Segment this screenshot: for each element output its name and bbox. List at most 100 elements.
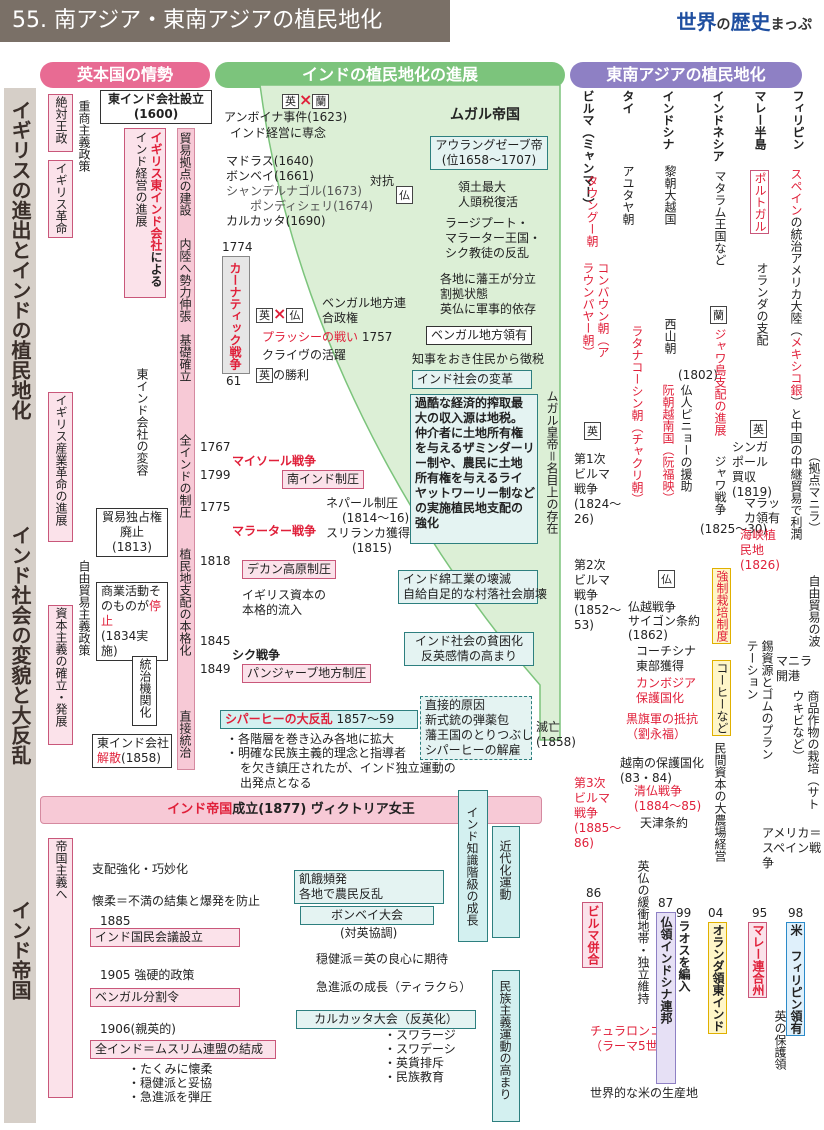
brand-a: 世界 (676, 10, 717, 34)
cochinchina: コーチシナ東部獲得 (636, 644, 697, 673)
collapse-1: インド綿工業の壊滅 (403, 572, 512, 586)
burma-w1y: (1824〜26) (574, 497, 622, 526)
famine-1: 飢餓頻発 (299, 872, 348, 886)
industrial-revolution: イギリス産業革命の進展 (48, 392, 73, 542)
english-revolution: イギリス革命 (48, 160, 73, 238)
capital-1: イギリス資本の (242, 588, 327, 602)
era-3: インド帝国 (8, 900, 32, 1000)
era-column (4, 88, 36, 1123)
malay-y95: 95 (752, 906, 768, 920)
progress-bar (177, 128, 195, 770)
manila-port: マニラ開港 (776, 654, 813, 683)
burma-head: ビルマ（ミャンマー） (581, 90, 595, 210)
fragmentation: 各地に藩王が分立割拠状態英仏に軍事的依存 (440, 272, 536, 317)
era-1: イギリスの進出とインドの植民地化 (8, 100, 32, 420)
y1905: 1905 強硬的政策 (100, 968, 194, 983)
burma-annex: ビルマ併合 (582, 902, 603, 968)
philippines-y98: 98 (788, 906, 804, 920)
bengal-own: ベンガル地方領有 (426, 326, 533, 345)
bombay-congress-sub: (対英協調) (340, 926, 398, 940)
chula-name: チュラロンコン (590, 1024, 675, 1038)
anglo-french: 英×仏 (256, 304, 304, 323)
rajput-2: マラーター王国・ (445, 231, 542, 245)
empire-label: インド帝国 (167, 802, 233, 817)
eic-founded-label: 東インド会社設立 (107, 92, 204, 106)
burma-eng-tag: 英 (584, 422, 601, 440)
pondicherry: ポンディシェリ(1674) (250, 199, 374, 213)
private-capital: 民間資本の大農場経営 (713, 742, 727, 862)
bengal-coalition: ベンガル地方連合政権 (322, 296, 407, 325)
south-india: 南インド制圧 (282, 470, 365, 489)
malay-eng-tag: 英 (750, 420, 767, 438)
straits-year: (1826) (740, 558, 780, 572)
union-box (656, 912, 676, 1084)
aurangzeb-1: アウラングゼーブ帝 (435, 138, 543, 152)
spanish-american-war: アメリカ＝スペイン戦争 (762, 826, 822, 870)
nguyen: 阮朝越南国（阮福映） (660, 384, 675, 504)
dutch-rule: オランダの支配 (755, 262, 769, 346)
indochina-y99: 99 (676, 906, 692, 920)
sepoy-label: シパーヒーの大反乱 (225, 712, 333, 726)
poverty-1: インド社会の貧困化 (414, 634, 523, 648)
direct-causes: 直接的原因新式銃の弾薬包藩王国のとりつぶしシパーヒーの解雇 (420, 696, 534, 760)
saigon-year: (1862) (628, 628, 668, 642)
nepal: ネパール制圧(1814〜16) (326, 496, 409, 526)
league-note-0: ・たくみに懐柔 (128, 1062, 213, 1076)
cause-3: 藩王国のとりつぶし (425, 728, 534, 742)
league-note-2: ・急進派を弾圧 (128, 1090, 213, 1104)
calcutta-notes: ・スワラージ・スワデーシ・英貨排斥・民族教育 (384, 1028, 456, 1084)
eng-tag: 英 (282, 94, 299, 109)
mercantilism: 重商主義政策 (77, 100, 91, 172)
tayson: 西山朝 (663, 318, 677, 354)
famine: 飢餓頻発各地で農民反乱 (294, 870, 444, 904)
neth-tag: 蘭 (312, 94, 330, 109)
rajput-1: ラージプート・ (445, 216, 529, 230)
burma-w3: 第3次ビルマ戦争 (574, 776, 611, 820)
y1818: 1818 (200, 554, 231, 568)
carnatic-box (222, 256, 250, 374)
capitalism: 資本主義の確立・発展 (48, 605, 73, 745)
eng-tag-2: 英 (256, 308, 273, 323)
eic-change: 東インド会社の変容 (135, 368, 149, 476)
nominal-emperor: ムガル皇帝＝名目上の存在 (545, 390, 559, 534)
java-war: ジャワ戦争 (713, 455, 727, 515)
arrow-direct: 直接統治 (178, 710, 192, 758)
mysore-war: マイソール戦争 (232, 454, 317, 468)
blackflag-label: 黒旗軍の抵抗 (626, 712, 699, 726)
burma-war-2: 第2次ビルマ戦争(1852〜53) (574, 558, 621, 633)
exploit-2: 仲介者に土地所有権 (415, 426, 524, 440)
y1802: (1802) (678, 368, 718, 382)
split-1: 各地に藩王が分立 (440, 272, 537, 286)
madras: マドラス(1640) (226, 154, 314, 168)
monopoly-abolished: 貿易独占権廃止(1813) (96, 508, 168, 557)
free-trade-wave: 自由貿易の波 (807, 575, 821, 647)
nepal-year: (1814〜16) (342, 511, 410, 525)
collapse-2: 自給自足的な村落社会崩壊 (403, 587, 548, 601)
brand-c: 歴史 (730, 10, 771, 34)
philippines-colony: フィリピン領有 (789, 950, 803, 1034)
calcutta-congress: カルカッタ大会（反英化） (296, 1010, 476, 1029)
calcutta-note-3: ・民族教育 (384, 1070, 445, 1084)
konbaung: コンバウン朝（アラウンパヤー朝） (581, 262, 610, 358)
cause-1: 直接的原因 (425, 698, 486, 712)
vs-icon: × (299, 90, 313, 109)
appease: 懐柔＝不満の結集と爆発を防止 (92, 894, 261, 908)
java-rule: ジャワ島支配の進展 (712, 328, 727, 436)
sepoy-lack-1: ・明確な民族主義的理念と指導者 (226, 746, 407, 760)
galleon-1: アメリカ大陸（ (789, 252, 803, 336)
spain: スペイン (789, 168, 803, 216)
srilanka-label: スリランカ獲得 (326, 526, 411, 540)
federated-malay: マレー連合州 (748, 922, 767, 998)
carnatic-war: カーナティック戦争 (228, 262, 242, 370)
stop-b: 停止 (101, 599, 162, 628)
modern-box (492, 826, 520, 938)
galleon-2: ）と中国の中継貿易で利潤 (789, 396, 803, 540)
y1849: 1849 (200, 662, 231, 676)
y1775: 1775 (200, 500, 231, 514)
philippines-head: フィリピン (791, 90, 805, 150)
intel-box (458, 790, 488, 942)
sepoy-lack-2: を欠き鎮圧されたが、インド独立運動の (240, 761, 456, 775)
vs-icon-2: × (273, 304, 287, 323)
empire-label-b: 成立(1877) ヴィクトリア女王 (232, 802, 415, 817)
league-notes: ・たくみに懐柔・穏健派と妥協・急進派を弾圧 (128, 1062, 212, 1104)
